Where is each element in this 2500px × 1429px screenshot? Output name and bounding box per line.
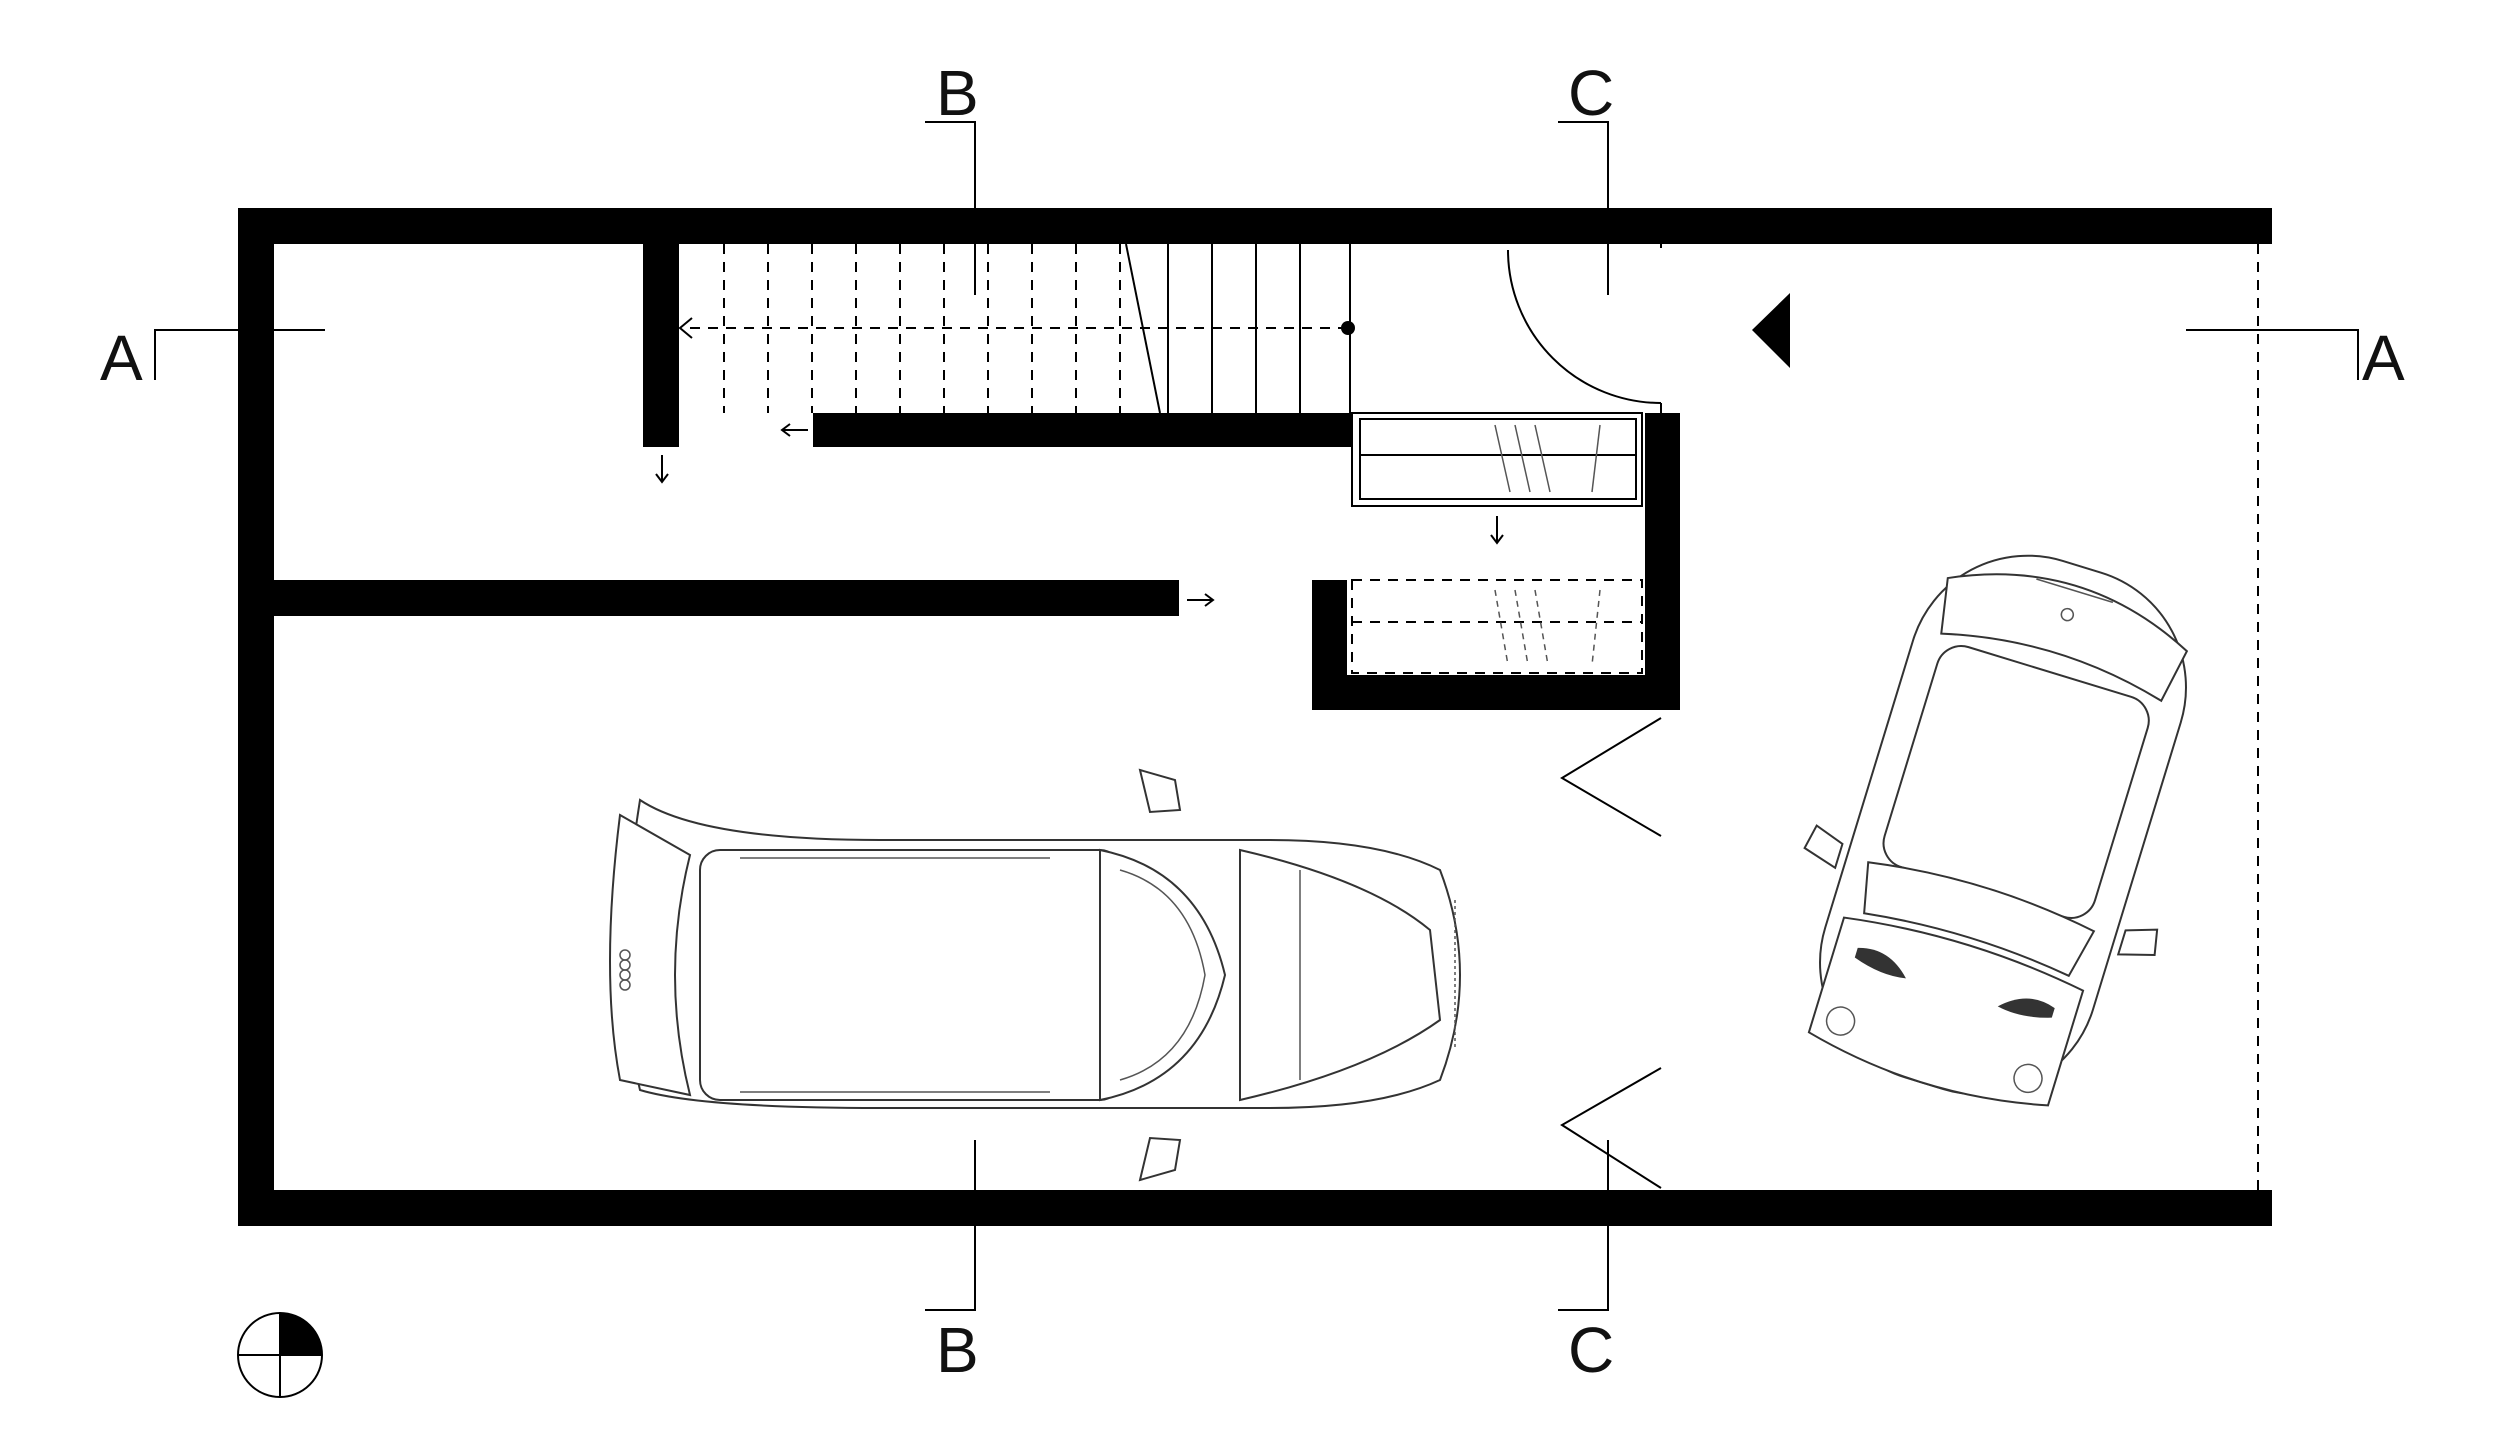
direction-arrow-icon xyxy=(1490,516,1504,545)
wall-corridor xyxy=(274,580,1179,616)
wall-left xyxy=(238,208,274,1226)
section-label-a-left: A xyxy=(100,322,143,394)
direction-arrow-icon xyxy=(780,423,808,437)
car-wagon xyxy=(609,768,1461,1182)
north-arrow-icon xyxy=(237,1312,323,1398)
bifold-door-upper xyxy=(1560,717,1662,837)
section-label-c-top: C xyxy=(1568,57,1614,129)
wall-storage-right xyxy=(1645,413,1680,710)
staircase xyxy=(678,243,1355,414)
wall-bottom xyxy=(238,1190,2272,1226)
stair-start-dot xyxy=(1341,321,1355,335)
direction-arrow-icon xyxy=(1187,593,1215,607)
direction-arrow-icon xyxy=(655,455,669,484)
section-label-a-right: A xyxy=(2362,322,2405,394)
door-swing xyxy=(1507,244,1662,413)
wall-storage-bottom xyxy=(1312,675,1680,710)
interior-walls xyxy=(274,240,1680,710)
section-label-b-top: B xyxy=(936,57,979,129)
bifold-door-lower xyxy=(1560,1067,1662,1189)
exterior-walls xyxy=(238,208,2272,1226)
stair-arrow-head xyxy=(678,317,693,339)
section-label-c-bottom: C xyxy=(1568,1314,1614,1386)
wall-stair-left xyxy=(643,240,679,447)
car-compact xyxy=(1803,554,2189,1107)
section-label-b-bottom: B xyxy=(936,1314,979,1386)
storage-unit-upper xyxy=(1351,412,1643,507)
section-line-a-right xyxy=(2186,329,2359,380)
entry-triangle-icon xyxy=(1752,293,1790,368)
wall-top xyxy=(238,208,2272,244)
storage-unit-lower xyxy=(1351,579,1643,674)
wall-stair-bottom xyxy=(813,413,1353,447)
